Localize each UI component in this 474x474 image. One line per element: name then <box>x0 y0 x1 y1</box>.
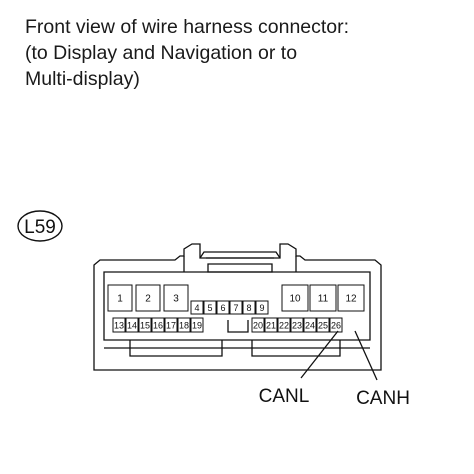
callout-lines <box>300 330 378 381</box>
pin-cell <box>107 284 133 312</box>
pin-number: 13 <box>114 321 124 331</box>
pin-number: 20 <box>253 321 263 331</box>
connector-id-badge: L59 <box>17 210 63 242</box>
canl-leader <box>300 330 339 379</box>
pin-number: 6 <box>220 303 225 313</box>
caption-line-1: Front view of wire harness connector: <box>25 16 350 38</box>
pin-cell <box>125 317 139 333</box>
caption: Front view of wire harness connector: (t… <box>25 14 465 92</box>
latch-window <box>207 263 273 273</box>
pin-number: 26 <box>331 321 341 331</box>
pin-cell <box>203 300 217 315</box>
pin-number: 22 <box>279 321 289 331</box>
pin-cell <box>309 284 337 312</box>
pin-number: 16 <box>153 321 163 331</box>
pin-number: 2 <box>145 294 151 305</box>
pin-number: 5 <box>207 303 212 313</box>
pin-cell <box>112 317 126 333</box>
pin-cell <box>337 284 365 312</box>
caption-line-2: (to Display and Navigation or to <box>25 42 298 64</box>
pins-top-left: 1 2 3 <box>107 284 189 312</box>
pin-cell <box>316 317 330 333</box>
pin-cell <box>264 317 278 333</box>
skirt-notch-right <box>251 340 341 357</box>
pin-number: 17 <box>166 321 176 331</box>
pin-number: 4 <box>194 303 199 313</box>
pin-cell <box>329 317 343 333</box>
pin-number: 18 <box>179 321 189 331</box>
housing-inner-frame <box>103 271 371 341</box>
pin-cell <box>138 317 152 333</box>
pin-number: 12 <box>345 294 357 305</box>
pin-number: 3 <box>173 294 179 305</box>
pin-cell <box>163 284 189 312</box>
pin-cell <box>255 300 269 315</box>
center-key <box>227 320 249 333</box>
pin-cell <box>242 300 256 315</box>
pin-number: 15 <box>140 321 150 331</box>
connector-id-label: L59 <box>24 217 56 238</box>
pin-number: 24 <box>305 321 315 331</box>
pin-cell <box>229 300 243 315</box>
pin-cell <box>303 317 317 333</box>
pin-cell <box>216 300 230 315</box>
canh-leader <box>354 330 378 381</box>
pin-number: 25 <box>318 321 328 331</box>
pin-cell <box>251 317 265 333</box>
pin-number: 10 <box>289 294 301 305</box>
pin-number: 7 <box>233 303 238 313</box>
pin-cell <box>151 317 165 333</box>
pin-number: 14 <box>127 321 137 331</box>
pin-number: 23 <box>292 321 302 331</box>
pin-cell <box>190 317 204 333</box>
pin-number: 11 <box>318 294 329 305</box>
canh-label: CANH <box>356 388 410 409</box>
pin-number: 8 <box>246 303 251 313</box>
pin-cell <box>281 284 309 312</box>
pin-cell <box>164 317 178 333</box>
connector-id-circle <box>17 210 63 242</box>
pin-number: 1 <box>117 294 123 305</box>
skirt-notch-left <box>129 340 223 357</box>
caption-line-3: Multi-display) <box>25 68 140 90</box>
pin-cell <box>190 300 204 315</box>
latch-outline <box>199 251 281 259</box>
pin-cell <box>177 317 191 333</box>
connector-housing <box>93 243 382 371</box>
housing-outline <box>93 243 382 371</box>
pin-number: 19 <box>192 321 202 331</box>
pin-number: 21 <box>266 321 276 331</box>
pin-number: 9 <box>259 303 264 313</box>
pin-cell <box>135 284 161 312</box>
pin-cell <box>277 317 291 333</box>
pin-cell <box>290 317 304 333</box>
canl-label: CANL <box>259 386 310 407</box>
pins-top-right: 10 11 12 <box>281 284 365 312</box>
